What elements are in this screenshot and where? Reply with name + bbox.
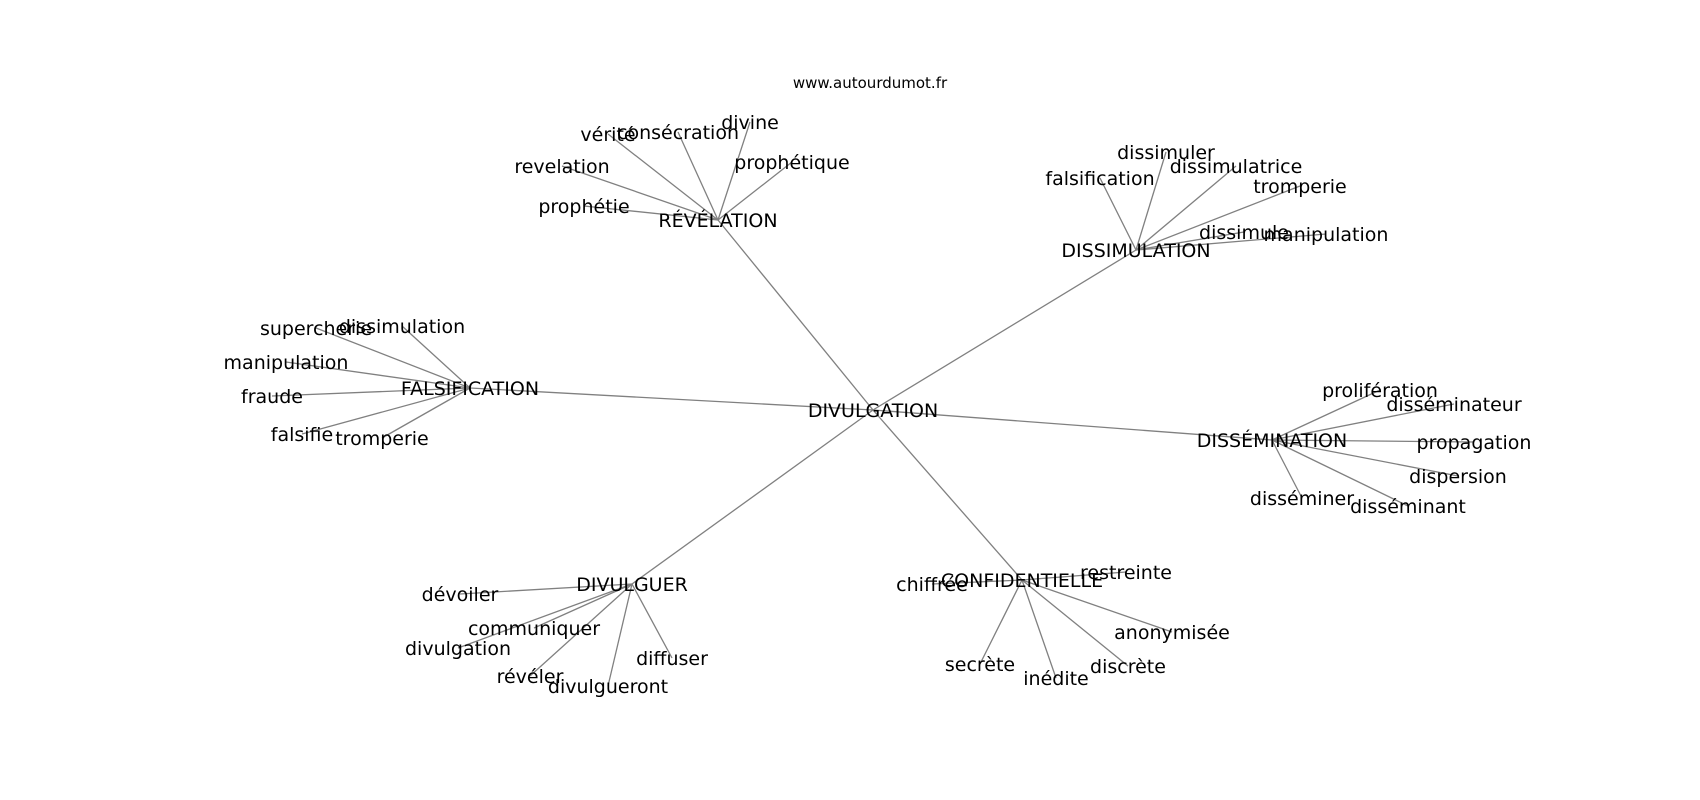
branch-node: FALSIFICATION xyxy=(401,378,539,400)
leaf-node: révéler xyxy=(497,666,564,688)
leaf-node: propagation xyxy=(1417,432,1532,454)
edge-branch-4-leaf-3 xyxy=(631,583,673,659)
leaf-node: prophétique xyxy=(734,152,849,174)
edge-center-branch-2 xyxy=(469,387,874,411)
edge-branch-5-leaf-1 xyxy=(1021,571,1127,581)
edge-branch-3-leaf-0 xyxy=(1271,389,1381,441)
leaf-node: disséminateur xyxy=(1386,394,1521,416)
branch-node: DIVULGUER xyxy=(576,574,688,596)
edge-branch-4-leaf-5 xyxy=(607,583,633,687)
leaf-node: consécration xyxy=(617,122,739,144)
edge-branch-2-leaf-3 xyxy=(271,387,471,397)
leaf-node: discrète xyxy=(1090,656,1166,678)
leaf-node: dissimuler xyxy=(1117,142,1215,164)
edge-branch-2-leaf-1 xyxy=(401,325,471,389)
leaf-node: dissimulatrice xyxy=(1170,156,1303,178)
edge-branch-0-leaf-0 xyxy=(607,133,719,221)
edge-branch-1-leaf-1 xyxy=(1135,165,1237,251)
leaf-node: manipulation xyxy=(224,352,349,374)
edge-branch-4-leaf-2 xyxy=(457,583,633,649)
edge-branch-4-leaf-1 xyxy=(533,583,633,629)
edge-center-branch-4 xyxy=(631,409,874,585)
leaf-node: supercherie xyxy=(260,318,372,340)
edge-branch-5-leaf-5 xyxy=(1021,579,1129,667)
edge-branch-2-leaf-4 xyxy=(301,387,471,435)
leaf-node: tromperie xyxy=(1253,176,1347,198)
leaf-node: chiffrée xyxy=(896,574,968,596)
edge-branch-0-leaf-3 xyxy=(561,165,719,221)
edge-branch-1-leaf-0 xyxy=(1135,151,1167,251)
leaf-node: dissimulation xyxy=(339,316,465,338)
edge-center-branch-5 xyxy=(872,409,1023,581)
branch-node: RÉVÉLATION xyxy=(658,209,777,232)
edge-branch-5-leaf-0 xyxy=(931,579,1023,585)
branch-node: DISSÉMINATION xyxy=(1197,429,1347,452)
leaf-node: revelation xyxy=(514,156,609,178)
branch-node: CONFIDENTIELLE xyxy=(941,570,1103,592)
leaf-node: manipulation xyxy=(1264,224,1389,246)
leaf-node: divine xyxy=(721,112,779,134)
leaf-node: restreinte xyxy=(1080,562,1172,584)
leaf-node: prophétie xyxy=(538,196,629,218)
edge-center-branch-0 xyxy=(717,219,874,411)
edge-branch-1-leaf-2 xyxy=(1099,177,1137,251)
edge-branch-1-leaf-5 xyxy=(1135,233,1327,251)
edge-branch-3-leaf-3 xyxy=(1271,439,1459,477)
leaf-node: fraude xyxy=(241,386,303,408)
leaf-node: vérité xyxy=(580,124,635,146)
edge-branch-2-leaf-5 xyxy=(381,387,471,439)
leaf-node: divulgueront xyxy=(548,676,668,698)
edge-branch-0-leaf-4 xyxy=(717,161,793,221)
edge-branch-3-leaf-2 xyxy=(1271,439,1475,443)
edge-branch-1-leaf-4 xyxy=(1135,231,1245,251)
leaf-node: dévoiler xyxy=(422,584,499,606)
leaf-node: falsification xyxy=(1045,168,1154,190)
edge-branch-5-leaf-4 xyxy=(1021,579,1057,679)
edge-branch-2-leaf-0 xyxy=(315,327,471,389)
leaf-node: secrète xyxy=(945,654,1015,676)
edge-branch-3-leaf-5 xyxy=(1271,439,1409,507)
site-url: www.autourdumot.fr xyxy=(793,74,948,92)
edge-branch-5-leaf-2 xyxy=(1021,579,1173,633)
edge-branch-2-leaf-2 xyxy=(285,361,471,389)
center-node: DIVULGATION xyxy=(808,400,938,422)
edge-branch-3-leaf-4 xyxy=(1271,439,1303,499)
edge-center-branch-3 xyxy=(872,409,1273,441)
branch-node: DISSIMULATION xyxy=(1061,240,1210,262)
edge-branch-5-leaf-3 xyxy=(979,579,1023,665)
edge-branch-4-leaf-4 xyxy=(529,583,633,677)
edges xyxy=(271,121,1475,687)
leaf-node: disséminer xyxy=(1250,488,1354,510)
leaf-node: communiquer xyxy=(468,618,600,640)
edge-branch-4-leaf-0 xyxy=(459,583,633,595)
leaf-node: dispersion xyxy=(1409,466,1507,488)
edge-branch-0-leaf-2 xyxy=(717,121,751,221)
edge-branch-1-leaf-3 xyxy=(1135,185,1301,251)
edge-center-branch-1 xyxy=(872,249,1137,411)
leaf-node: dissimule xyxy=(1199,222,1289,244)
leaf-node: diffuser xyxy=(636,648,708,670)
leaf-node: disséminant xyxy=(1350,496,1466,518)
edge-branch-0-leaf-5 xyxy=(583,205,719,221)
edge-branch-0-leaf-1 xyxy=(677,131,719,221)
leaf-node: prolifération xyxy=(1322,380,1438,402)
edge-branch-3-leaf-1 xyxy=(1271,403,1455,441)
leaf-node: anonymisée xyxy=(1114,622,1230,644)
leaf-node: tromperie xyxy=(335,428,429,450)
leaf-node: divulgation xyxy=(405,638,511,660)
leaf-node: falsifie xyxy=(271,424,333,446)
leaf-node: inédite xyxy=(1023,668,1089,690)
